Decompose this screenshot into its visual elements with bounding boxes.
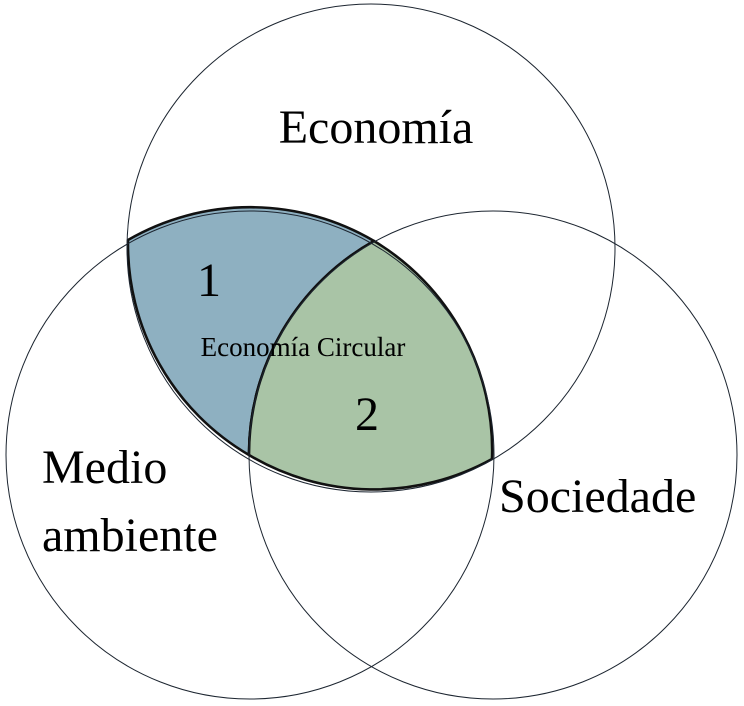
circle-medio-ambiente (5, 210, 495, 700)
label-economia: Economía (279, 101, 474, 154)
circle-sociedade (248, 210, 738, 700)
label-medio: Medio (42, 441, 167, 494)
label-ambiente: ambiente (42, 509, 218, 562)
zone-number-2: 2 (355, 388, 379, 441)
circle-economia (126, 3, 616, 493)
label-economia-circular: Economía Circular (201, 332, 406, 362)
zone-number-1: 1 (197, 254, 221, 307)
label-sociedade: Sociedade (499, 470, 696, 523)
